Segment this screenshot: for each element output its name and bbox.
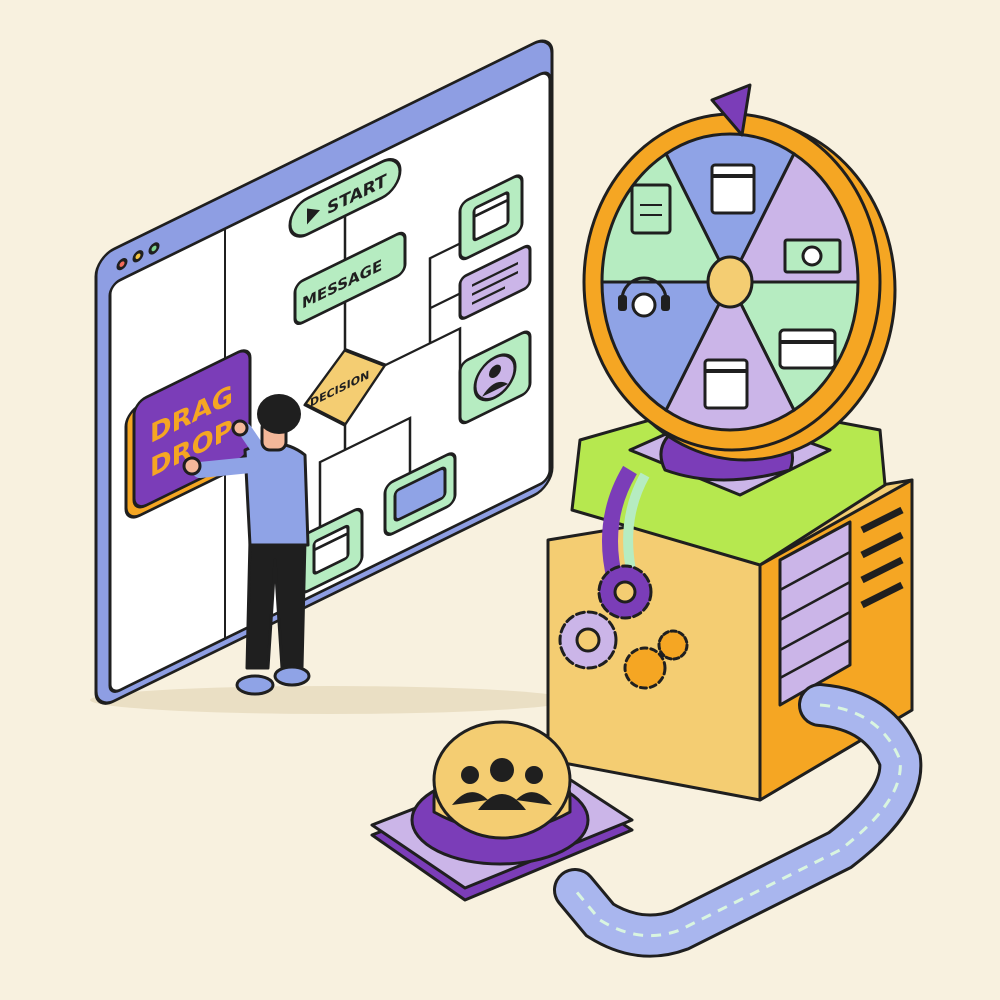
play-icon	[307, 208, 320, 225]
wheel-pointer	[710, 83, 752, 137]
team-icon	[452, 758, 552, 810]
person	[182, 394, 311, 696]
message-icon	[472, 261, 518, 305]
data-stream	[573, 703, 902, 938]
clipboard-icon	[630, 183, 672, 235]
close-dot[interactable]	[116, 257, 128, 271]
floor-shadow	[90, 686, 570, 714]
wheel-hub	[706, 255, 754, 309]
connectors	[318, 209, 462, 538]
decision-node[interactable]: DECISION	[303, 330, 387, 444]
service-wheel[interactable]	[582, 83, 897, 482]
person-legs	[245, 538, 307, 670]
calendar-icon	[703, 358, 749, 410]
pipe	[602, 465, 637, 582]
message-node-purple[interactable]	[458, 244, 532, 320]
calendar-node-top[interactable]	[458, 173, 524, 261]
server-rack-icon	[778, 520, 852, 707]
maximize-dot[interactable]	[148, 242, 160, 255]
money-icon	[783, 238, 842, 274]
person-head	[257, 394, 301, 434]
vent-lines	[860, 506, 904, 609]
person-arm	[238, 423, 269, 462]
team-button[interactable]	[370, 720, 634, 902]
credit-card-icon	[393, 466, 447, 522]
browser-window: START MESSAGE DECISION	[94, 39, 554, 705]
minimize-dot[interactable]	[132, 250, 144, 263]
user-node[interactable]	[458, 329, 532, 425]
gear-icon	[623, 646, 667, 690]
wheel-segment	[664, 278, 796, 432]
headset-icon	[618, 276, 670, 318]
calendar-node-bottom[interactable]	[298, 507, 364, 595]
person-shoe	[273, 665, 311, 687]
person-shoe	[235, 674, 275, 696]
payment-node[interactable]	[383, 451, 457, 537]
credit-card-icon	[778, 328, 837, 370]
wheel-segment	[600, 280, 733, 413]
person-arm	[192, 457, 258, 478]
gear-icon	[657, 629, 689, 661]
calendar-icon	[710, 163, 756, 215]
